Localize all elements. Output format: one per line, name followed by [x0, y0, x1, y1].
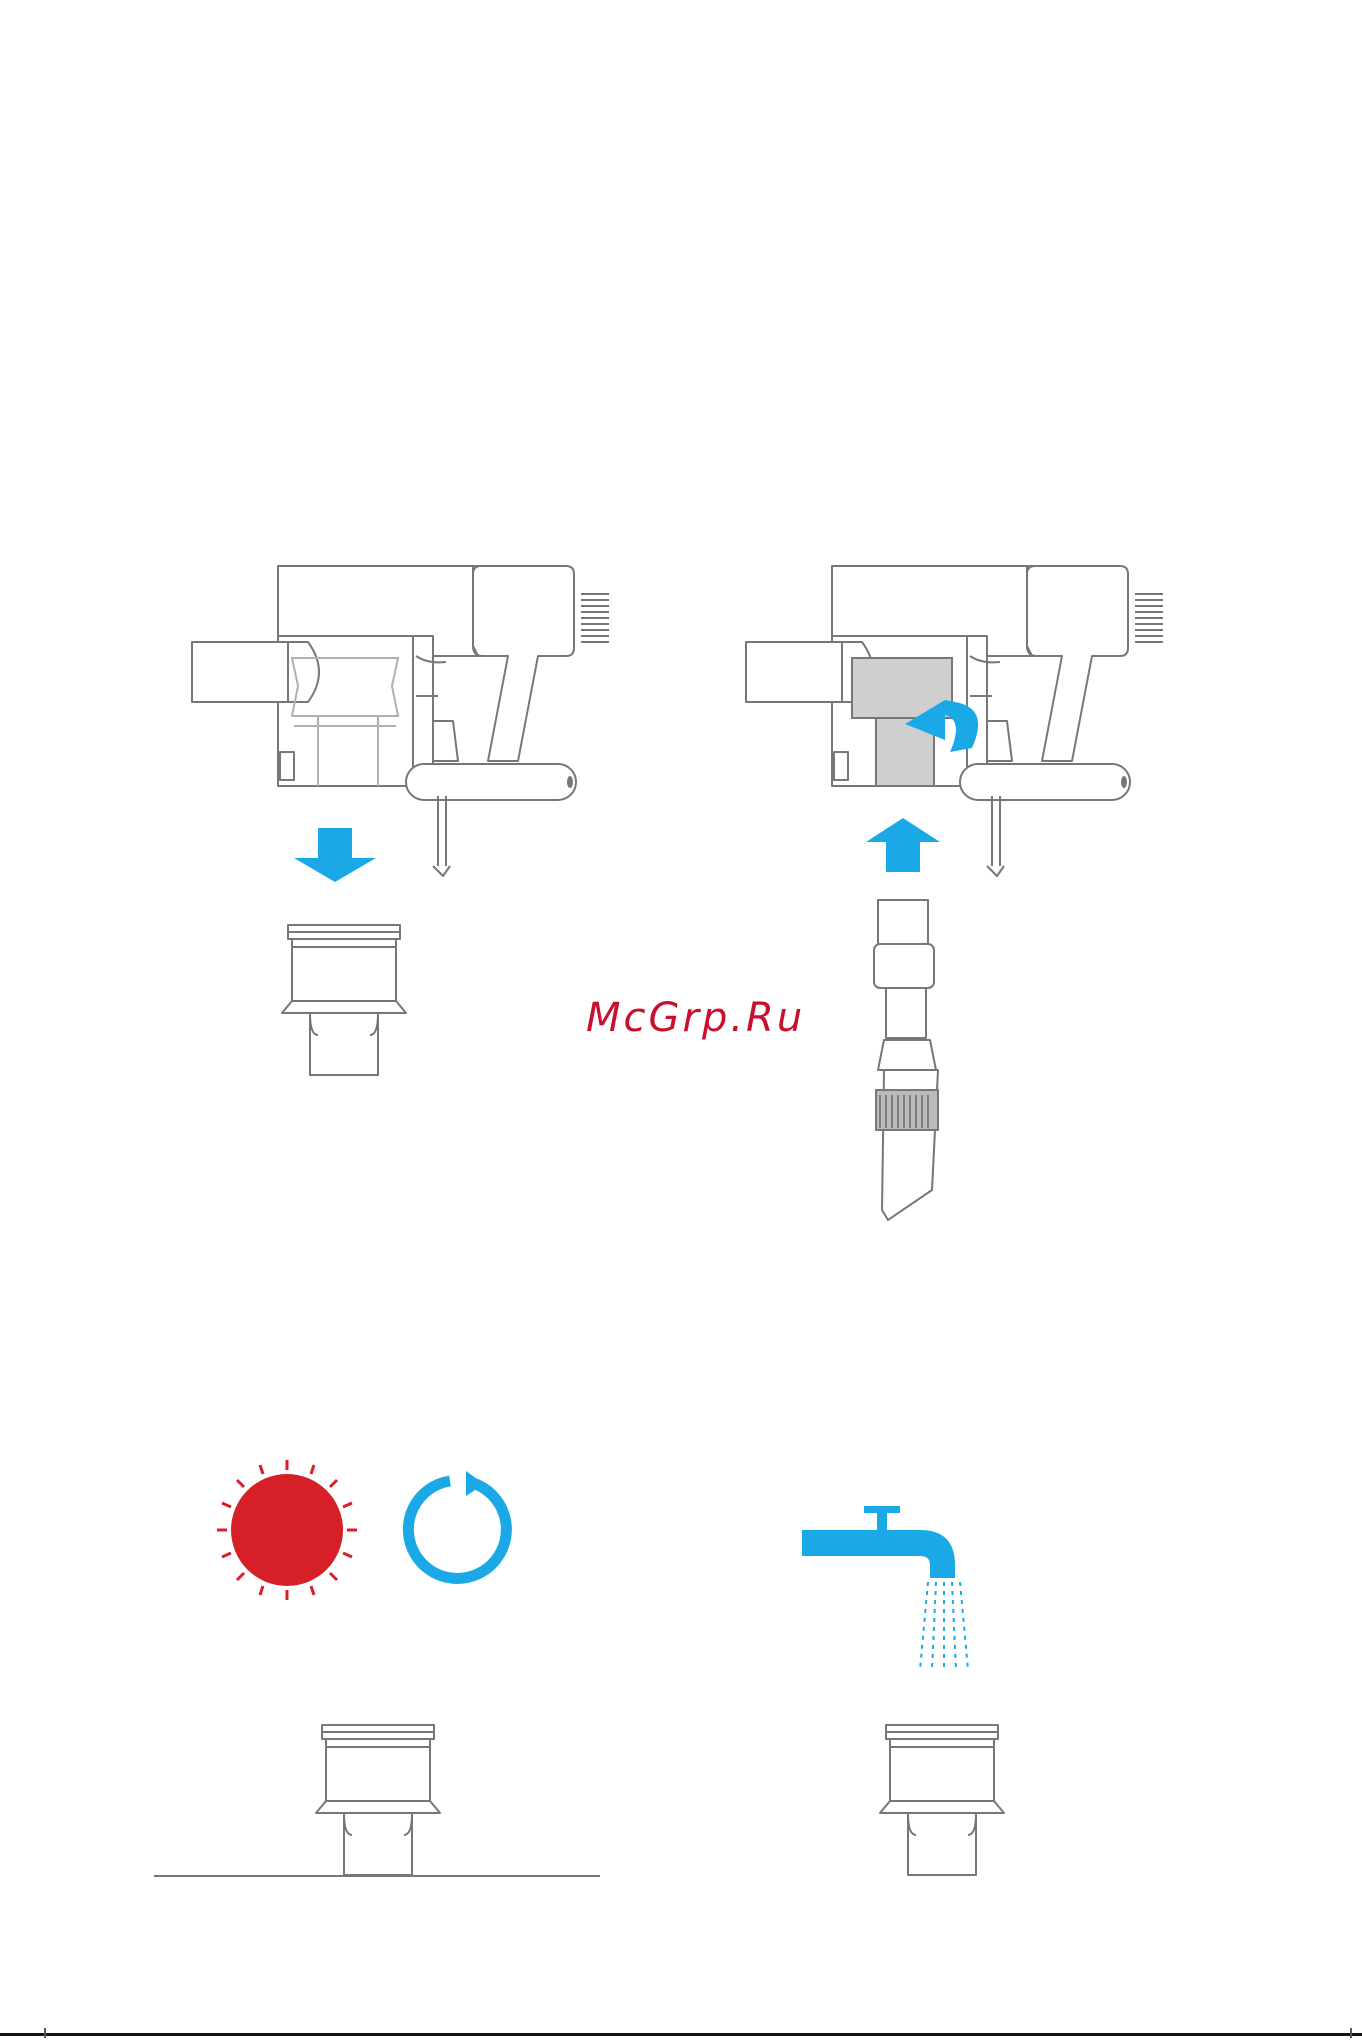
rinse-with-water-step	[802, 1506, 1004, 1875]
arrow-up-icon	[866, 818, 940, 872]
sun-icon	[217, 1460, 357, 1600]
water-tap-icon	[802, 1506, 955, 1578]
page-tick-left	[44, 2028, 46, 2038]
refresh-cycle-icon	[408, 1471, 506, 1578]
remove-filter-step	[192, 566, 609, 1075]
water-stream	[920, 1582, 968, 1670]
brush-tool	[874, 900, 938, 1220]
watermark: McGrp.Ru	[586, 995, 805, 1041]
page-bottom-rule	[0, 2033, 1362, 2036]
dry-in-sun-step	[154, 1460, 600, 1876]
page-tick-right	[1350, 2028, 1352, 2038]
install-filter-step	[746, 566, 1163, 1220]
arrow-down-icon	[294, 828, 376, 882]
